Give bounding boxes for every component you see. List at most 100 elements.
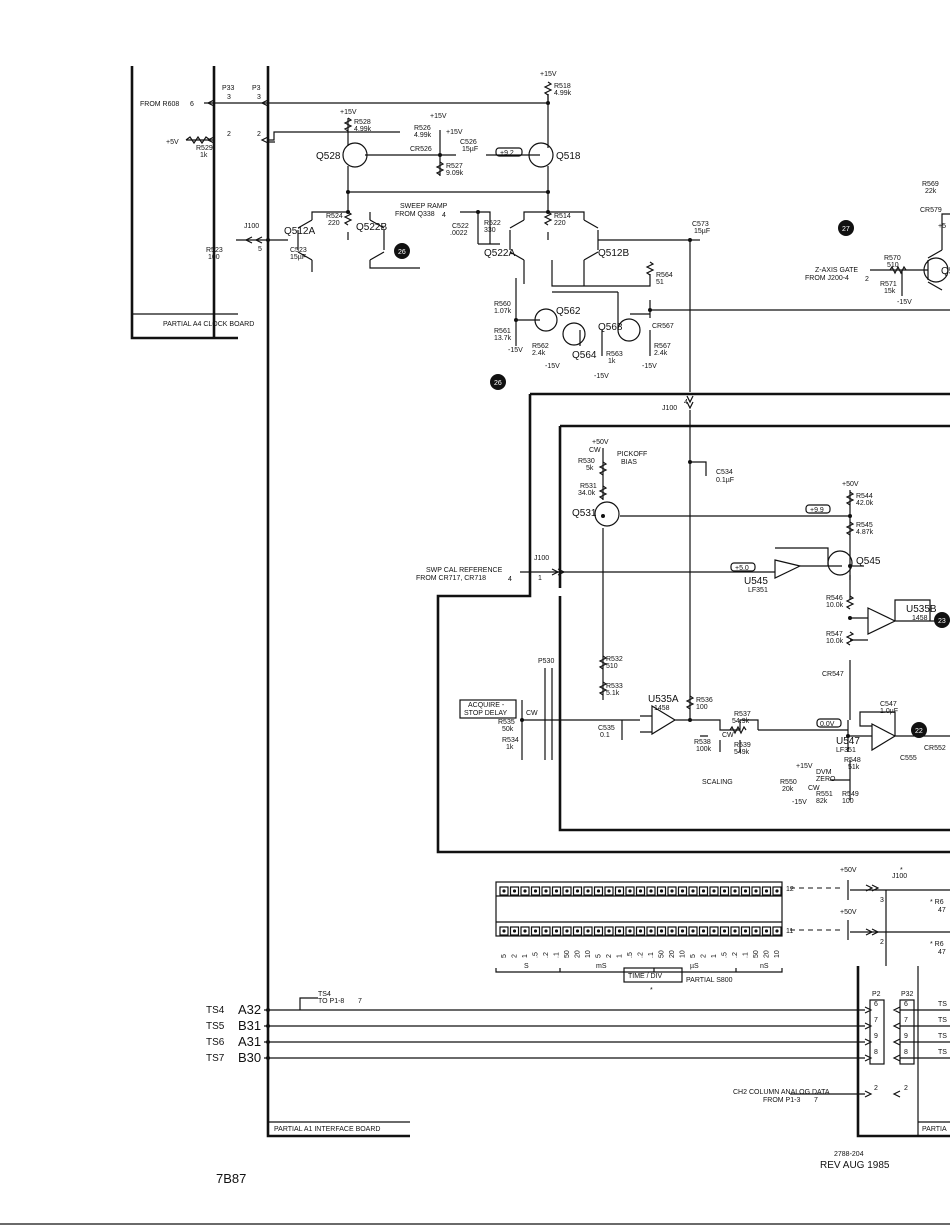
time-div-contact-dot (596, 929, 601, 933)
svg-text:2.4k: 2.4k (532, 350, 546, 357)
q531-symbol (594, 501, 620, 527)
svg-text:-15V: -15V (642, 363, 657, 370)
time-div-contact-dot (617, 889, 622, 893)
time-div-contact (698, 926, 709, 936)
footer-rev: REV AUG 1985 (820, 1160, 890, 1171)
time-div-contact (593, 886, 604, 896)
time-div-contact-dot (722, 929, 727, 933)
svg-text:R539: R539 (734, 742, 751, 749)
time-div-contact (530, 926, 541, 936)
svg-text:R551: R551 (816, 791, 833, 798)
svg-text:+15V: +15V (540, 71, 557, 78)
svg-text:R518: R518 (554, 83, 571, 90)
svg-text:8: 8 (874, 1049, 878, 1056)
connector-j100-a: J100 (244, 223, 259, 230)
time-div-switch (495, 881, 783, 983)
time-div-contact (740, 926, 751, 936)
time-div-contact-dot (712, 929, 716, 933)
callout-markers (394, 220, 950, 738)
svg-text:3: 3 (257, 94, 261, 101)
svg-text:15µF: 15µF (290, 254, 306, 261)
time-div-contact (572, 926, 583, 936)
svg-text:R563: R563 (606, 351, 623, 358)
svg-text:R545: R545 (856, 522, 873, 529)
svg-text:22k: 22k (925, 188, 937, 195)
time-div-contact-dot (722, 889, 727, 893)
svg-text:C526: C526 (460, 139, 477, 146)
svg-text:1k: 1k (506, 744, 514, 751)
svg-text:R548: R548 (844, 757, 861, 764)
time-div-contact-dot (533, 929, 538, 933)
time-div-contact (520, 926, 530, 936)
svg-text:10.0k: 10.0k (826, 638, 844, 645)
svg-text:3: 3 (227, 94, 231, 101)
q568-symbol (617, 318, 641, 342)
svg-text:1458: 1458 (912, 615, 928, 622)
svg-text:100: 100 (208, 254, 220, 261)
svg-text:-15V: -15V (897, 299, 912, 306)
svg-text:1458: 1458 (654, 705, 670, 712)
svg-text:15k: 15k (884, 288, 896, 295)
time-div-contact-dot (649, 929, 653, 933)
time-div-scale-label: 2 (512, 954, 519, 958)
svg-text:R538: R538 (694, 739, 711, 746)
svg-text:11: 11 (786, 928, 793, 935)
svg-text:54.9k: 54.9k (732, 718, 750, 725)
svg-text:4: 4 (442, 212, 446, 219)
signal-from-r608: FROM R608 (140, 101, 179, 108)
svg-text:TS7: TS7 (206, 1053, 225, 1064)
svg-text:+50V: +50V (840, 867, 857, 874)
svg-text:P530: P530 (538, 658, 554, 665)
time-div-contact (583, 886, 593, 896)
svg-text:R522: R522 (484, 220, 501, 227)
time-div-scale-label: .1 (743, 952, 750, 958)
time-div-contact (688, 926, 698, 936)
svg-text:ZERO: ZERO (816, 776, 836, 783)
svg-text:R532: R532 (606, 656, 623, 663)
svg-text:1k: 1k (200, 152, 208, 159)
connector-p3: P3 (252, 85, 261, 92)
time-div-contact-dot (670, 889, 674, 893)
svg-text:7: 7 (904, 1017, 908, 1024)
svg-text:CW: CW (722, 732, 734, 739)
time-div-contact (583, 926, 593, 936)
svg-text:R564: R564 (656, 272, 673, 279)
svg-text:BIAS: BIAS (621, 459, 637, 466)
signal-z-axis-from: FROM J200-4 (805, 275, 849, 282)
svg-text:Q522A: Q522A (484, 248, 515, 259)
time-div-contact-dot (638, 889, 643, 893)
time-div-scale-label: 5 (501, 954, 508, 958)
connector-symbols (206, 99, 915, 1098)
time-div-contact (625, 886, 635, 896)
svg-text:Q545: Q545 (856, 556, 881, 567)
svg-text:4.99k: 4.99k (354, 126, 372, 133)
q518-symbol (528, 142, 554, 168)
time-div-scale-label: 50 (753, 950, 760, 958)
time-div-contact (667, 926, 677, 936)
svg-text:15µF: 15µF (694, 228, 710, 235)
svg-text:LF351: LF351 (836, 747, 856, 754)
time-div-contact (751, 926, 761, 936)
svg-text:0.1µF: 0.1µF (716, 477, 734, 484)
svg-text:4.99k: 4.99k (554, 90, 572, 97)
resistors (343, 81, 907, 735)
svg-text:TS4: TS4 (206, 1005, 225, 1016)
svg-text:6: 6 (190, 101, 194, 108)
svg-text:R570: R570 (884, 255, 901, 262)
connector-p2: P2 (872, 991, 881, 998)
time-div-contact (541, 886, 551, 896)
time-div-contact (677, 886, 688, 896)
time-div-scale-label: 10 (774, 950, 781, 958)
svg-text:R547: R547 (826, 631, 843, 638)
time-div-scale-label: 1 (711, 954, 718, 958)
signal-sweep-ramp: SWEEP RAMP (400, 203, 448, 210)
time-div-contact-dot (523, 929, 527, 933)
svg-text:R527: R527 (446, 163, 463, 170)
time-div-contact (614, 926, 625, 936)
time-div-contact (604, 926, 614, 936)
time-div-scale-label: 20 (669, 950, 676, 958)
signal-ts4-to: TS4 (318, 991, 331, 998)
time-div-contact-dot (680, 889, 685, 893)
time-div-contact-dot (628, 929, 632, 933)
time-div-scale-label: 10 (585, 950, 592, 958)
